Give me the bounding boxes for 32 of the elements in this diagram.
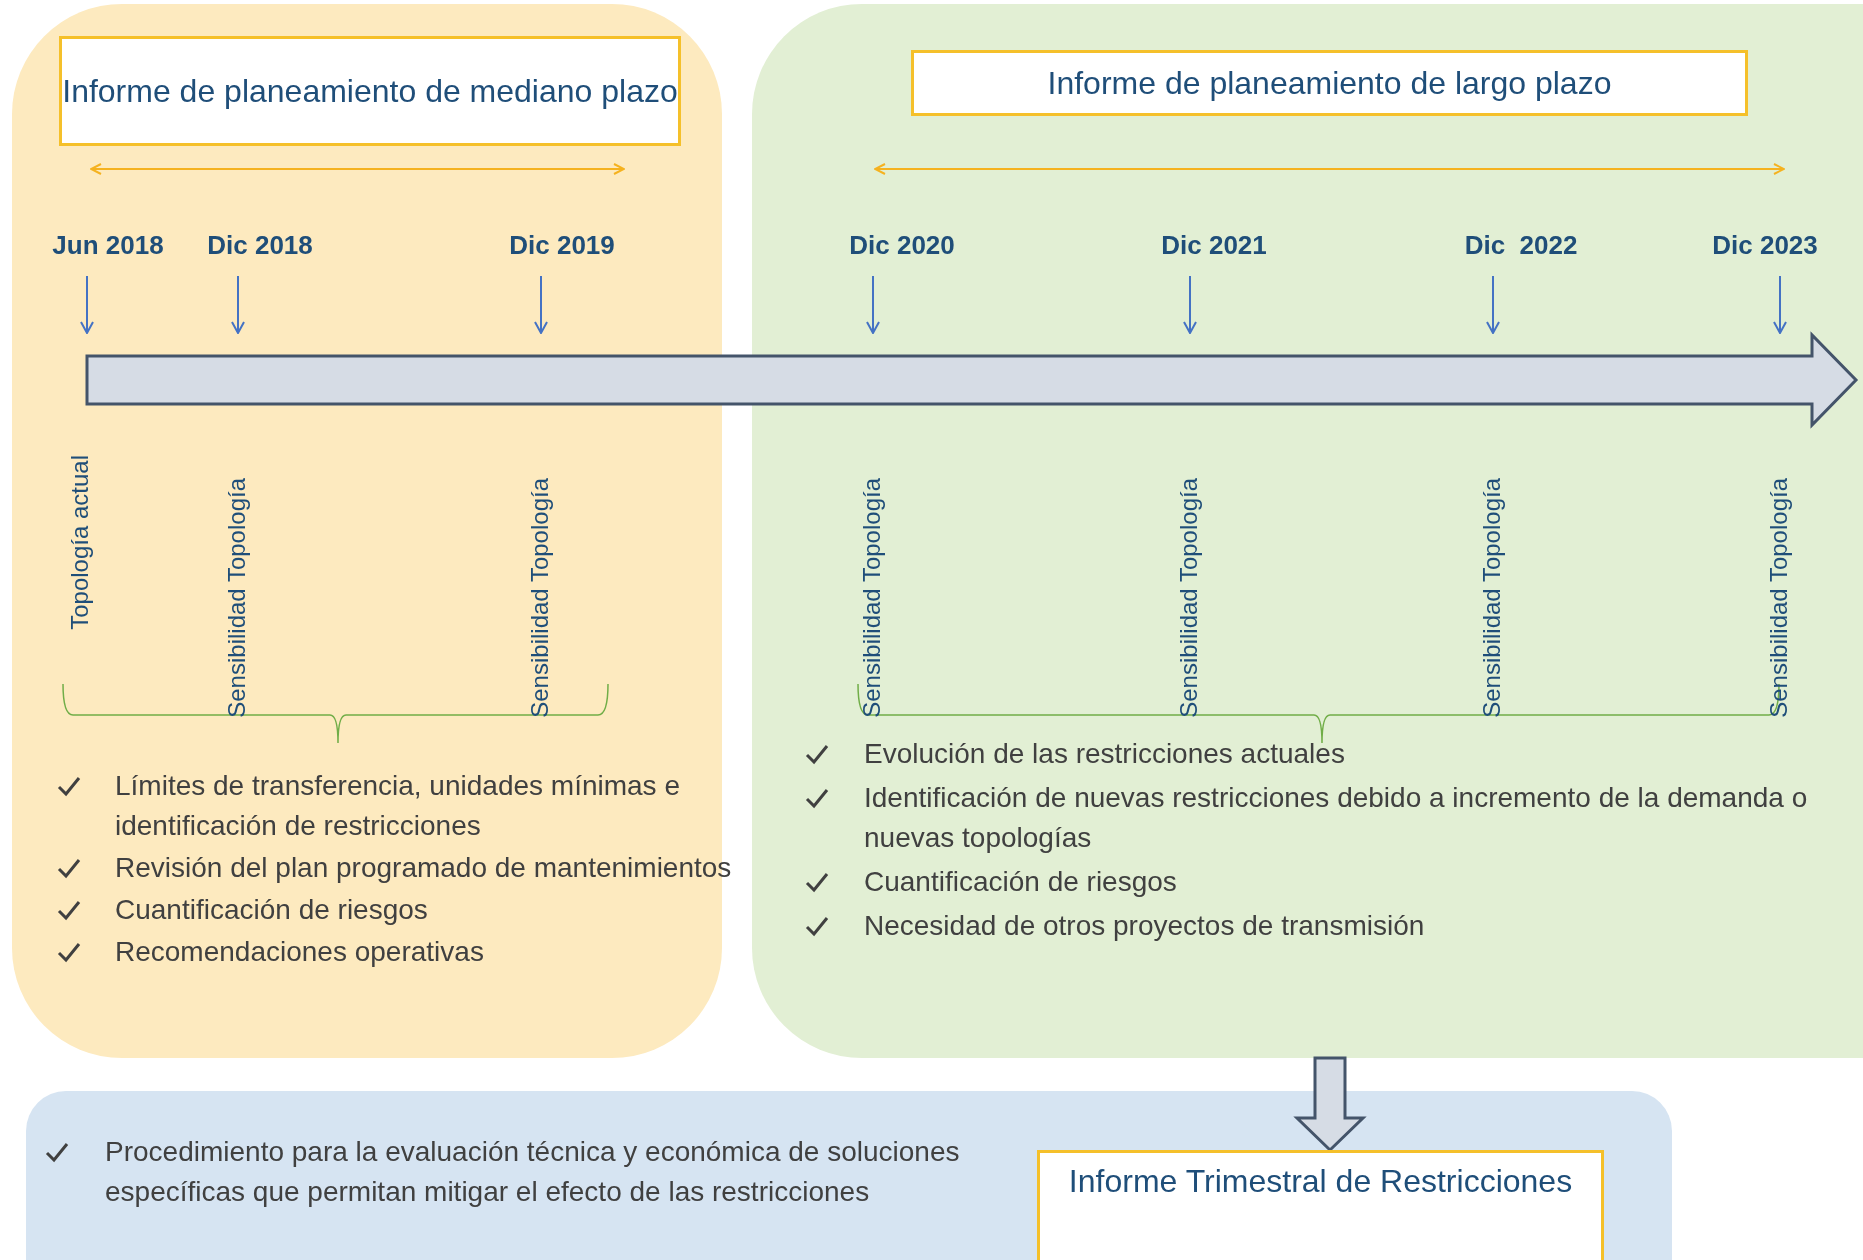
- list-item: Procedimiento para la evaluación técnica y económica de soluciones específicas que permitan mitigar el efecto de las restricciones: [105, 1135, 961, 1209]
- list-item: Identificación de nuevas restricciones debido a incremento de la demanda o nuevas topologías: [864, 781, 1809, 855]
- date-label: Dic 2022: [1464, 230, 1578, 261]
- list-item: Revisión del plan programado de mantenimientos: [115, 851, 733, 885]
- axis-label: Sensibilidad Topología: [858, 478, 886, 718]
- heading-text: Informe de planeamiento de largo plazo: [1047, 64, 1612, 103]
- date-label: Jun 2018: [52, 230, 164, 261]
- date-label: Dic 2019: [509, 230, 615, 261]
- heading-text: Informe Trimestral de Restricciones: [1068, 1162, 1573, 1201]
- date-label: Dic 2021: [1161, 230, 1267, 261]
- date-label: Dic 2018: [207, 230, 313, 261]
- axis-label: Sensibilidad Topología: [223, 478, 251, 718]
- panel: [752, 4, 1863, 1058]
- list-item: Límites de transferencia, unidades mínimas e identificación de restricciones: [115, 769, 681, 843]
- block-arrow: [1293, 1056, 1367, 1153]
- list-item: Recomendaciones operativas: [115, 935, 485, 969]
- list-item: Necesidad de otros proyectos de transmisión: [864, 909, 1426, 943]
- list-item: Cuantificación de riesgos: [864, 865, 1178, 899]
- title-box: [59, 36, 681, 146]
- heading-text: Informe de planeamiento de mediano plazo: [62, 72, 678, 111]
- axis-label: Sensibilidad Topología: [1765, 478, 1793, 718]
- axis-label: Sensibilidad Topología: [1478, 478, 1506, 718]
- title-box: [1037, 1150, 1604, 1260]
- panel: [26, 1091, 1672, 1260]
- axis-label: Sensibilidad Topología: [526, 478, 554, 718]
- axis-label: Sensibilidad Topología: [1175, 478, 1203, 718]
- axis-label: Topología actual: [66, 455, 94, 630]
- list-item: Cuantificación de riesgos: [115, 893, 429, 927]
- list-item: Evolución de las restricciones actuales: [864, 737, 1346, 771]
- date-label: Dic 2020: [849, 230, 955, 261]
- title-box: [911, 50, 1748, 116]
- date-label: Dic 2023: [1712, 230, 1818, 261]
